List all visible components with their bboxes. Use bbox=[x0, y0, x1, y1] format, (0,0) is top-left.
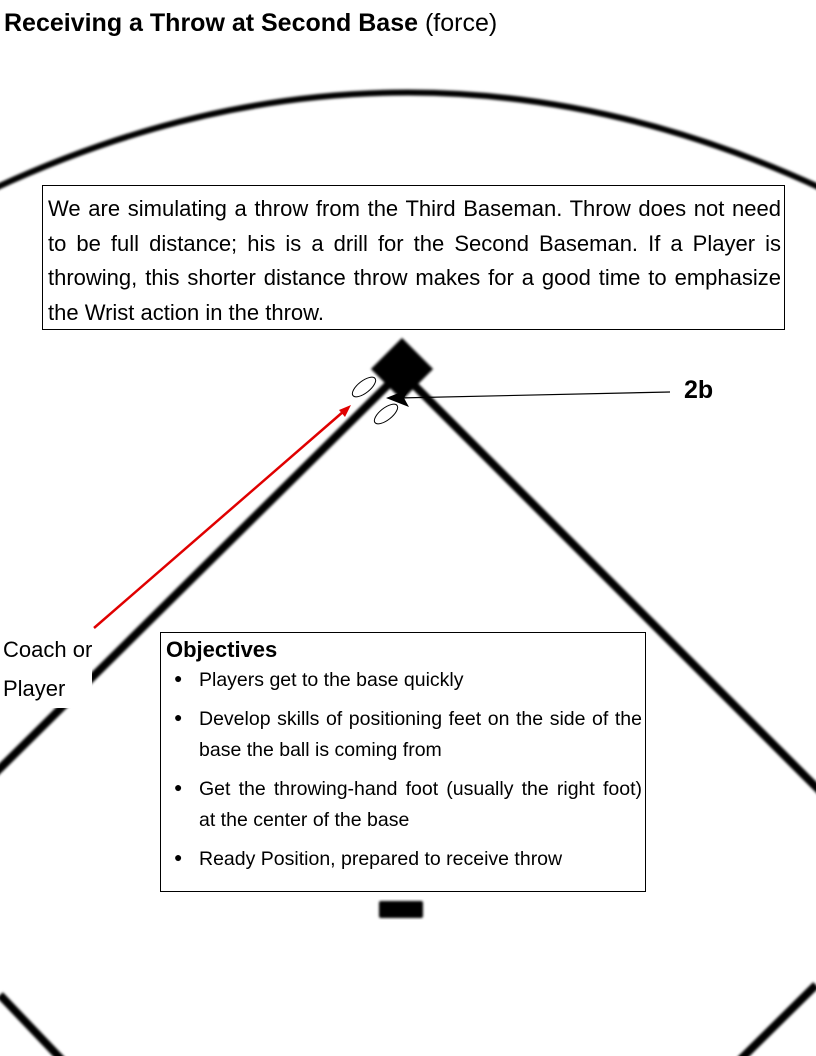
objective-item: ● Get the throwing-hand foot (usually th… bbox=[166, 774, 642, 836]
description-text: We are simulating a throw from the Third… bbox=[48, 196, 781, 325]
objectives-heading: Objectives bbox=[166, 637, 278, 662]
objective-text: Develop skills of positioning feet on th… bbox=[199, 708, 642, 761]
objective-item: ● Ready Position, prepared to receive th… bbox=[166, 844, 642, 875]
home-left-line bbox=[0, 992, 64, 1056]
objective-text: Ready Position, prepared to receive thro… bbox=[199, 848, 563, 870]
coach-label-line2: Player bbox=[3, 676, 66, 701]
throw-arrow bbox=[93, 410, 345, 629]
foot-left bbox=[351, 376, 377, 398]
title-qualifier: (force) bbox=[424, 9, 498, 37]
throw-arrowhead bbox=[339, 405, 351, 417]
bullet-icon: ● bbox=[174, 849, 183, 865]
coach-label: Coach or Player bbox=[3, 630, 93, 708]
description-box: We are simulating a throw from the Third… bbox=[42, 185, 785, 330]
title-main: Receiving a Throw at Second Base bbox=[4, 9, 419, 37]
bullet-icon: ● bbox=[174, 670, 183, 686]
objective-item: ● Develop skills of positioning feet on … bbox=[166, 704, 642, 766]
third-base-line bbox=[0, 369, 404, 775]
objective-item: ● Players get to the base quickly bbox=[166, 665, 642, 696]
pitchers-rubber bbox=[379, 901, 423, 918]
objective-text: Get the throwing-hand foot (usually the … bbox=[199, 778, 642, 831]
second-base bbox=[370, 337, 434, 401]
objectives-box: Objectives ● Players get to the base qui… bbox=[160, 632, 646, 892]
page-title: Receiving a Throw at Second Base (force) bbox=[4, 6, 497, 40]
bullet-icon: ● bbox=[174, 709, 183, 725]
coach-label-line1: Coach or bbox=[3, 637, 93, 662]
bullet-icon: ● bbox=[174, 779, 183, 795]
outfield-arc bbox=[0, 89, 816, 190]
first-base-line bbox=[398, 369, 816, 793]
objective-text: Players get to the base quickly bbox=[199, 669, 464, 691]
home-right-line bbox=[738, 982, 816, 1056]
objectives-list: ● Players get to the base quickly ● Deve… bbox=[166, 665, 642, 875]
2b-pointer-arrowhead bbox=[386, 389, 409, 407]
foot-right bbox=[373, 403, 399, 425]
second-base-label: 2b bbox=[684, 376, 714, 404]
2b-pointer-line bbox=[397, 391, 671, 399]
